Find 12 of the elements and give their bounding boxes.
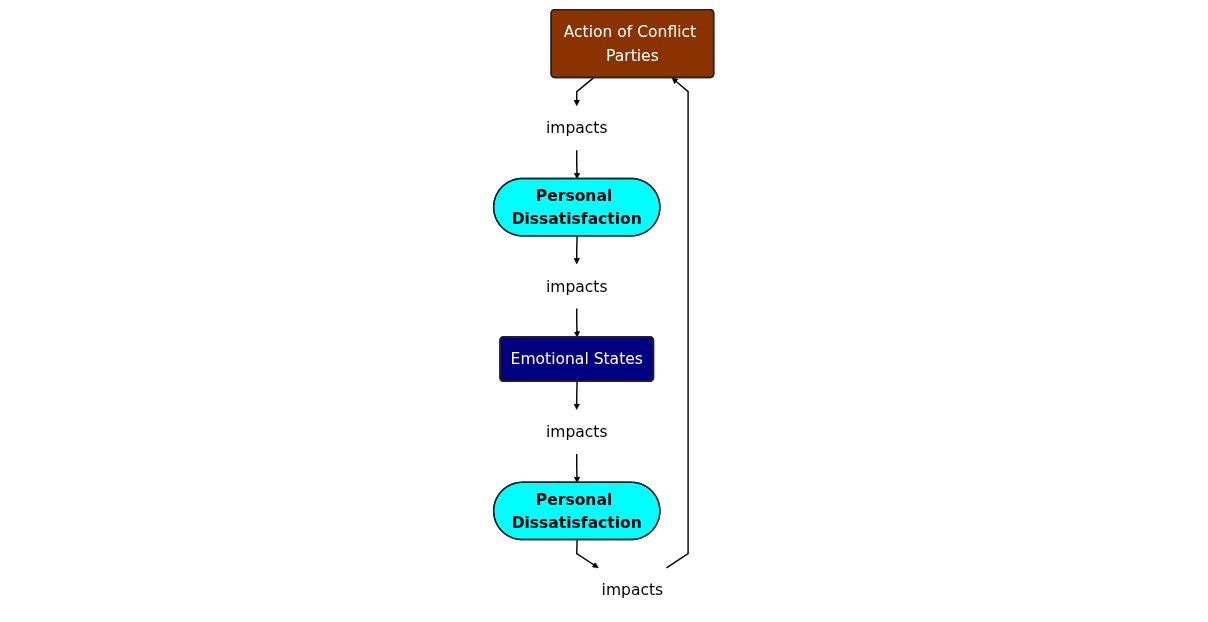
- arrow: [666, 77, 690, 569]
- arrow: [574, 307, 581, 338]
- node-text: impacts: [546, 277, 608, 296]
- node-text: impacts: [601, 581, 664, 599]
- arrow: [574, 453, 581, 483]
- node-text: impacts: [546, 422, 608, 441]
- arrow: [576, 539, 599, 569]
- arrow: [573, 77, 595, 106]
- arrow: [573, 380, 581, 410]
- arrow: [573, 235, 581, 265]
- node-text: impacts: [546, 119, 608, 137]
- arrow: [574, 149, 581, 180]
